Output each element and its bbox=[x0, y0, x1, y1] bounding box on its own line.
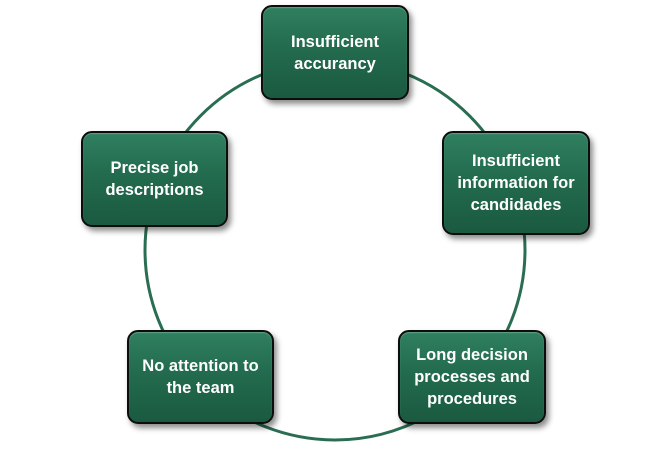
cycle-node-no-attention-to-team: No attention to the team bbox=[127, 330, 274, 424]
cycle-node-label: Long decision processes and procedures bbox=[414, 346, 530, 408]
cycle-node-insufficient-accuracy: Insufficient accurancy bbox=[261, 5, 409, 100]
cycle-node-insufficient-information: Insufficient information for candidades bbox=[442, 131, 590, 235]
cycle-node-label: Insufficient information for candidades bbox=[457, 152, 575, 214]
cycle-node-label: Insufficient accurancy bbox=[290, 32, 379, 73]
cycle-node-long-decision-processes: Long decision processes and procedures bbox=[398, 330, 546, 424]
cycle-node-label: No attention to the team bbox=[142, 357, 259, 397]
cycle-node-label: Precise job descriptions bbox=[105, 159, 204, 199]
cycle-node-precise-job-descriptions: Precise job descriptions bbox=[81, 131, 228, 227]
